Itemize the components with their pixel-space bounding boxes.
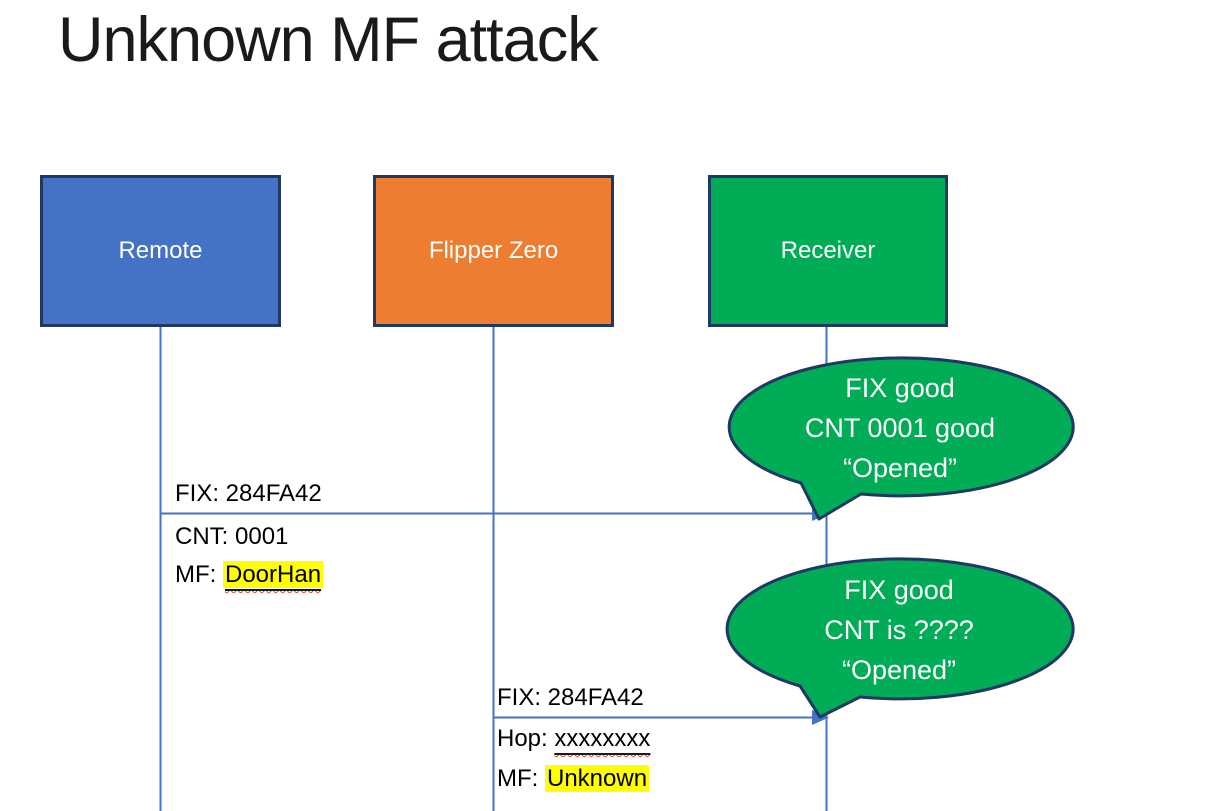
callout-2-line-2: CNT is ???? [824, 615, 974, 645]
message-2-line-mf: MF: Unknown [497, 760, 650, 798]
callout-1-text: FIX good CNT 0001 good “Opened” [749, 368, 1051, 488]
message-2-hop-value: xxxxxxxx [554, 725, 651, 752]
callout-bubble-1 [727, 356, 1075, 521]
actor-box-remote: Remote [40, 175, 281, 327]
actor-label-flipper-zero: Flipper Zero [428, 237, 559, 264]
message-1-line-mf: MF: DoorHan [175, 556, 324, 594]
message-1-mf-value-highlight: DoorHan [223, 561, 324, 588]
message-2-mf-value: Unknown [547, 765, 648, 792]
actor-label-remote: Remote [118, 237, 203, 264]
actor-label-receiver: Receiver [780, 237, 876, 264]
message-1-mf-value: DoorHan [225, 561, 322, 588]
message-2-line-hop: Hop: xxxxxxxx [497, 720, 650, 758]
message-1-line-fix: FIX: 284FA42 [175, 480, 322, 507]
message-1-line-cnt: CNT: 0001 [175, 523, 289, 550]
callout-1-line-3: “Opened” [842, 453, 958, 483]
callout-2-line-1: FIX good [844, 575, 954, 605]
actor-box-flipper-zero: Flipper Zero [373, 175, 614, 327]
actor-box-receiver: Receiver [708, 175, 948, 327]
callout-bubble-2 [725, 557, 1075, 719]
callout-1-line-1: FIX good [845, 373, 955, 403]
callout-1-line-2: CNT 0001 good [804, 413, 996, 443]
message-1-mf-prefix: MF: [175, 561, 223, 588]
callout-2-line-3: “Opened” [841, 655, 957, 685]
callout-2-text: FIX good CNT is ???? “Opened” [748, 570, 1050, 690]
message-2-hop-prefix: Hop: [497, 725, 555, 752]
message-2-mf-prefix: MF: [497, 765, 545, 792]
slide-title: Unknown MF attack [58, 5, 599, 75]
message-2-mf-value-highlight: Unknown [545, 765, 650, 792]
message-2-line-fix: FIX: 284FA42 [497, 684, 644, 711]
